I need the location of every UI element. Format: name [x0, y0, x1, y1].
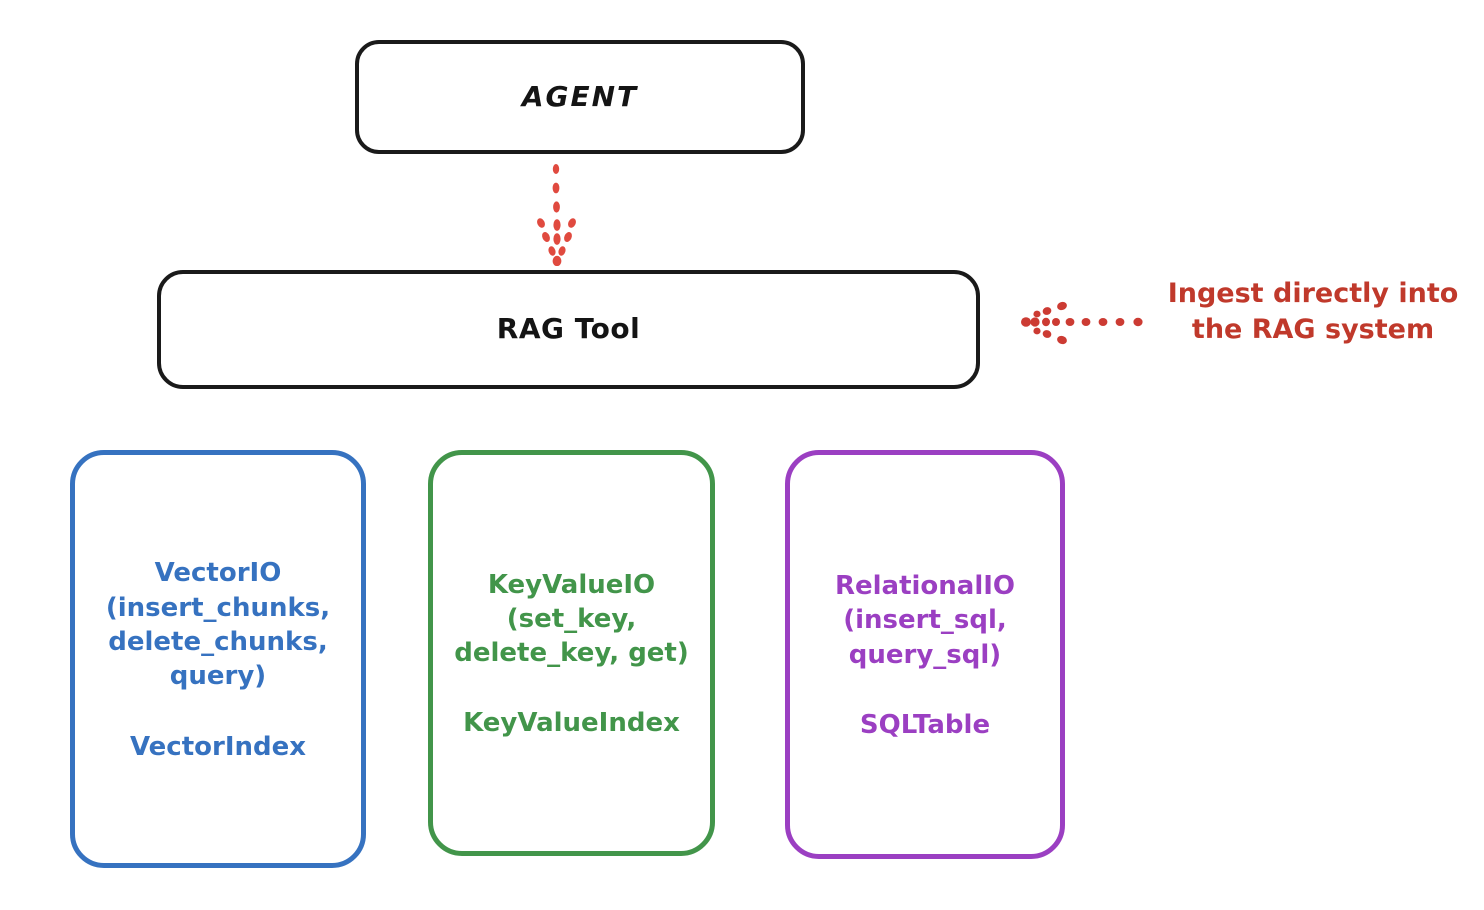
rag-tool-node[interactable]: RAG Tool [157, 270, 980, 389]
ingest-annotation-label: Ingest directly into the RAG system [1167, 278, 1459, 345]
key-value-io-node[interactable]: KeyValueIO (set_key, delete_key, get) Ke… [428, 450, 715, 856]
key-value-io-type-label: KeyValueIndex [463, 708, 680, 739]
key-value-io-api-label: KeyValueIO (set_key, delete_key, get) [454, 569, 689, 669]
relational-io-type-label: SQLTable [859, 709, 991, 740]
agent-node[interactable]: AGENT [355, 40, 805, 154]
relational-io-api-label: RelationalIO (insert_sql, query_sql) [834, 571, 1016, 670]
ingest-arrow-icon [1021, 301, 1143, 345]
agent-to-rag-arrow-icon [537, 164, 576, 266]
relational-io-node[interactable]: RelationalIO (insert_sql, query_sql) SQL… [785, 450, 1065, 859]
vector-io-type-label: VectorIndex [129, 731, 307, 762]
rag-tool-node-label: RAG Tool [496, 312, 641, 346]
agent-node-label: AGENT [521, 79, 639, 113]
vector-io-api-label: VectorIO (insert_chunks, delete_chunks, … [105, 558, 331, 692]
vector-io-node[interactable]: VectorIO (insert_chunks, delete_chunks, … [70, 450, 366, 868]
